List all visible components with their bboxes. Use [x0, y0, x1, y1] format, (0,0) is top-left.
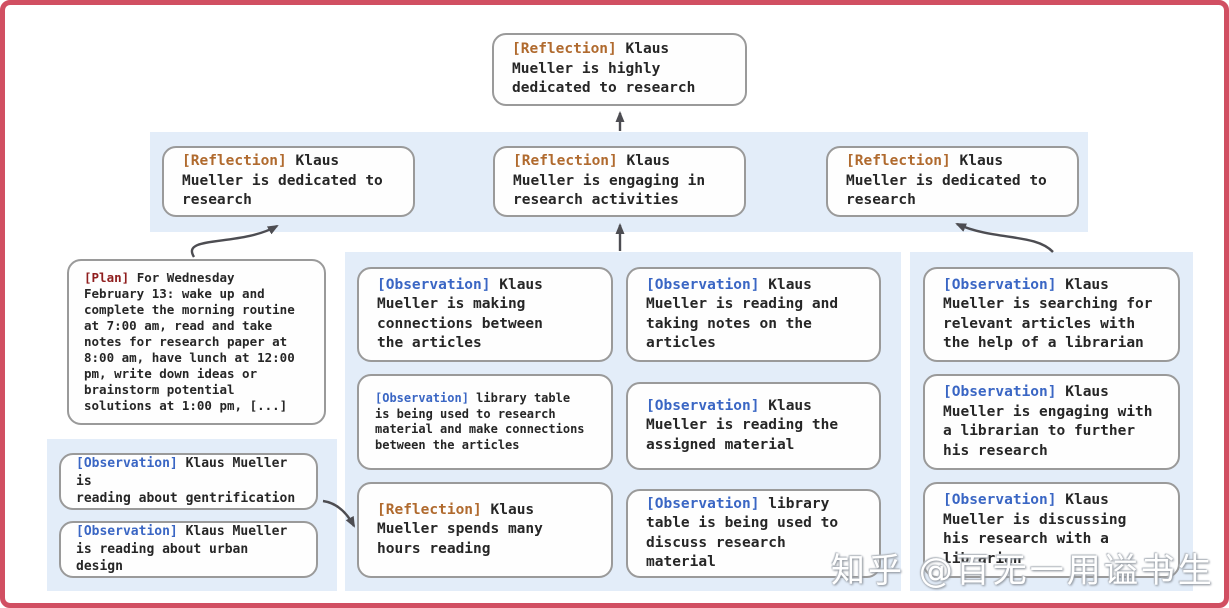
node-text: Klaus Mueller is searching for relevant …	[943, 276, 1153, 352]
node-text: Klaus Mueller is reading and taking note…	[646, 276, 839, 352]
reflection-node-row2-right: [Reflection] Klaus Mueller is dedicated …	[826, 146, 1079, 217]
observation-node-engaging-librarian: [Observation] Klaus Mueller is engaging …	[923, 374, 1180, 470]
node-text: Klaus Mueller is reading about urban des…	[76, 524, 288, 575]
observation-label: [Observation]	[646, 495, 760, 512]
reflection-label: [Reflection]	[377, 501, 482, 518]
reflection-label: [Reflection]	[512, 41, 617, 58]
observation-label: [Observation]	[76, 524, 178, 540]
reflection-node-row2-left: [Reflection] Klaus Mueller is dedicated …	[162, 146, 415, 217]
observation-label: [Observation]	[646, 276, 760, 293]
observation-node-library-table-research: [Observation] library table is being use…	[357, 374, 613, 470]
node-text: Klaus Mueller is highly dedicated to res…	[512, 41, 696, 97]
plan-node: [Plan] For Wednesday February 13: wake u…	[67, 259, 326, 425]
observation-label: [Observation]	[375, 391, 469, 405]
watermark: 知乎 @百无一用谥书生	[831, 551, 1215, 591]
observation-node-taking-notes: [Observation] Klaus Mueller is reading a…	[626, 267, 881, 362]
node-text: library table is being used to research …	[375, 391, 585, 452]
observation-node-assigned-material: [Observation] Klaus Mueller is reading t…	[626, 382, 881, 470]
node-text: library table is being used to discuss r…	[646, 495, 839, 571]
reflection-label: [Reflection]	[846, 153, 951, 170]
reflection-label: [Reflection]	[513, 153, 618, 170]
node-text: Klaus Mueller is discussing his research…	[943, 492, 1127, 567]
observation-label: [Observation]	[943, 384, 1057, 400]
node-text: Klaus Mueller is reading about gentrific…	[76, 456, 296, 507]
reflection-node-row2-middle: [Reflection] Klaus Mueller is engaging i…	[493, 146, 746, 217]
observation-node-discussing-research: [Observation] Klaus Mueller is discussin…	[923, 482, 1180, 578]
reflection-node-top: [Reflection] Klaus Mueller is highly ded…	[492, 33, 747, 106]
node-text: Klaus Mueller is engaging in research ac…	[513, 153, 706, 209]
node-text: Klaus Mueller is making connections betw…	[377, 276, 543, 352]
observation-label: [Observation]	[943, 492, 1057, 508]
node-text: Klaus Mueller is dedicated to research	[846, 153, 1047, 209]
observation-node-searching-articles: [Observation] Klaus Mueller is searching…	[923, 267, 1180, 362]
node-text: For Wednesday February 13: wake up and c…	[84, 270, 295, 413]
node-text: Klaus Mueller is reading the assigned ma…	[646, 397, 839, 453]
observation-label: [Observation]	[377, 276, 491, 293]
node-text: Klaus Mueller spends many hours reading	[377, 501, 543, 557]
observation-label: [Observation]	[943, 276, 1057, 293]
observation-node-urban-design: [Observation] Klaus Mueller is reading a…	[59, 521, 318, 578]
plan-label: [Plan]	[84, 270, 130, 285]
observation-node-library-table-discuss: [Observation] library table is being use…	[626, 489, 881, 578]
reflection-label: [Reflection]	[182, 153, 287, 170]
reflection-node-spends-hours-reading: [Reflection] Klaus Mueller spends many h…	[357, 482, 613, 578]
node-text: Klaus Mueller is dedicated to research	[182, 153, 383, 209]
observation-label: [Observation]	[646, 397, 760, 414]
observation-label: [Observation]	[76, 456, 178, 472]
node-text: Klaus Mueller is engaging with a librari…	[943, 384, 1153, 459]
observation-node-gentrification: [Observation] Klaus Mueller is reading a…	[59, 453, 318, 510]
observation-node-making-connections: [Observation] Klaus Mueller is making co…	[357, 267, 613, 362]
